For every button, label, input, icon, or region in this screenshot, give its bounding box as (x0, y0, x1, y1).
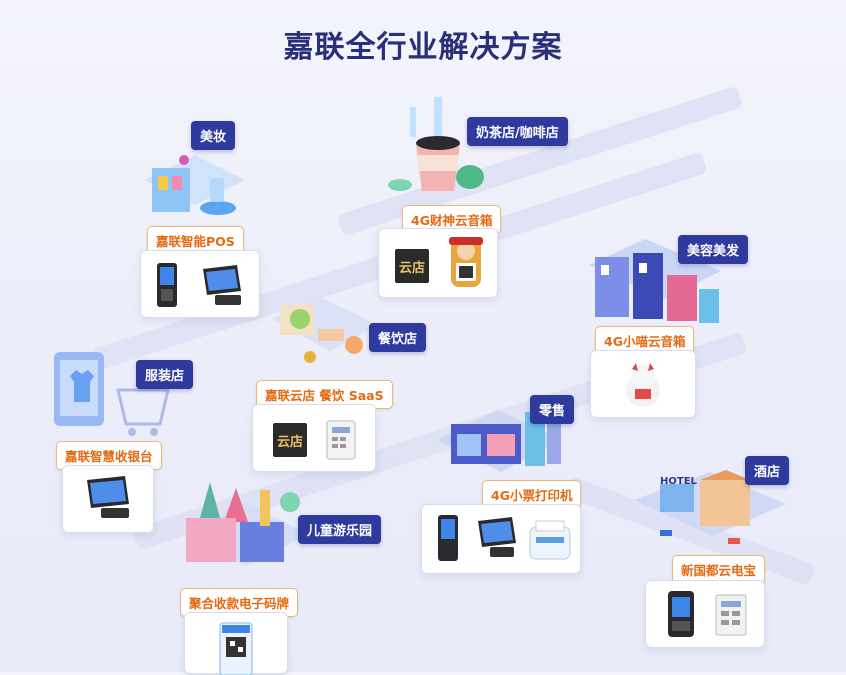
cashier-desk-icon (87, 476, 129, 518)
industry-tag-retail[interactable]: 零售 (530, 395, 575, 424)
industry-tag-restaurant[interactable]: 餐饮店 (369, 323, 427, 352)
industry-tag-milktea[interactable]: 奶茶店/咖啡店 (467, 117, 568, 146)
industry-tag-beauty[interactable]: 美妆 (191, 121, 236, 150)
product-card-xiaomiao-speaker[interactable] (590, 350, 696, 418)
product-card-smart-cashier[interactable] (62, 465, 154, 533)
lucky-cat-speaker-icon (626, 363, 660, 407)
power-bank-cabinet-icon (715, 594, 747, 636)
product-card-caishen-speaker[interactable]: 云店 (378, 228, 498, 298)
page-title: 嘉联全行业解决方案 (283, 30, 563, 65)
yundian-logo: 云店 (273, 423, 307, 457)
product-card-power-bank[interactable] (645, 580, 765, 648)
receipt-printer-icon (529, 520, 571, 560)
product-card-qr-code-plate[interactable] (184, 612, 288, 675)
playground-illustration (180, 478, 310, 578)
power-bank-kiosk-icon (668, 591, 694, 637)
printer-receipt-icon (326, 420, 356, 460)
qr-code-stand-icon (219, 622, 253, 675)
product-card-receipt-printer[interactable] (421, 504, 581, 574)
industry-tag-salon[interactable]: 美容美发 (678, 235, 749, 264)
yundian-logo: 云店 (395, 249, 429, 283)
caishen-speaker-icon (449, 237, 483, 287)
hotel-sign: HOTEL (660, 476, 697, 487)
beauty-store-illustration (140, 150, 250, 230)
industry-tag-hotel[interactable]: 酒店 (745, 456, 790, 485)
product-card-catering-saas[interactable]: 云店 (252, 404, 376, 472)
pos-cashier-icon (203, 265, 241, 305)
restaurant-illustration (270, 295, 380, 377)
milktea-shop-illustration (382, 95, 492, 205)
pos-terminal-icon (438, 515, 458, 561)
hotel-illustration: HOTEL (630, 470, 790, 560)
retail-store-illustration (435, 400, 565, 480)
pos-cashier-icon (478, 517, 516, 557)
industry-tag-clothing[interactable]: 服装店 (136, 360, 194, 389)
salon-illustration (585, 235, 725, 335)
product-card-smart-pos[interactable] (140, 250, 260, 318)
clothing-store-illustration (48, 350, 188, 440)
industry-tag-playground[interactable]: 儿童游乐园 (298, 515, 382, 544)
pos-terminal-icon (157, 263, 177, 307)
